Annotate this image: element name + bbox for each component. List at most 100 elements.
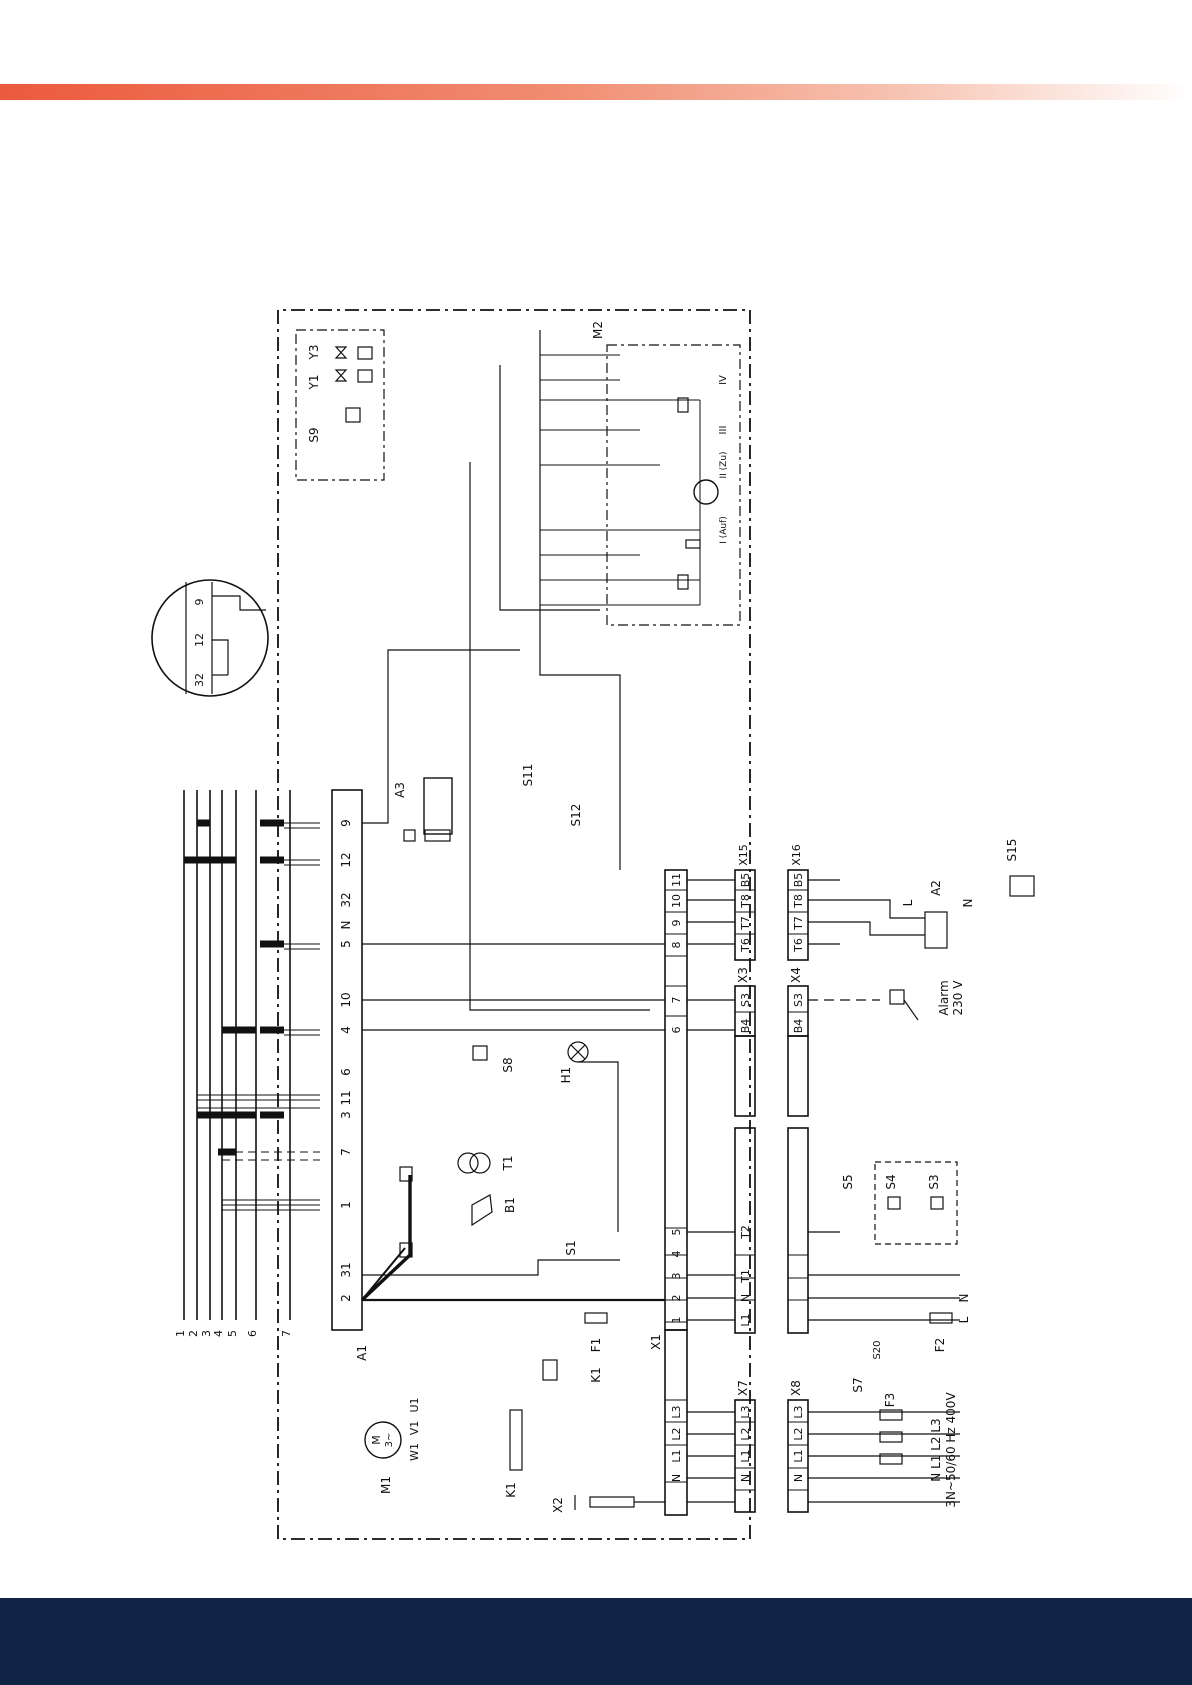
label-f2: F2 bbox=[933, 1338, 947, 1353]
x15-term-t7: T7 bbox=[739, 916, 752, 931]
f1-fuse bbox=[584, 1312, 608, 1324]
x1-term-6: 6 bbox=[670, 1027, 683, 1034]
inset-number-32: 32 bbox=[193, 673, 206, 687]
a1-term-32: 32 bbox=[339, 892, 353, 907]
k1-contactor bbox=[509, 1409, 523, 1471]
bus-number-7: 7 bbox=[280, 1330, 293, 1337]
label-s7: S7 bbox=[851, 1377, 865, 1392]
s8-pressure bbox=[472, 1045, 488, 1061]
header-accent-stripe bbox=[0, 84, 1192, 100]
motor-m1-letter: M bbox=[370, 1435, 383, 1445]
label-m1: M1 bbox=[379, 1476, 393, 1494]
x1-term-2: 2 bbox=[670, 1295, 683, 1302]
x1-term-5: 5 bbox=[670, 1229, 683, 1236]
x8-term-n: N bbox=[792, 1474, 805, 1482]
x3-term-s3: S3 bbox=[739, 993, 752, 1007]
x1-term-8: 8 bbox=[670, 942, 683, 949]
bus-number-5: 5 bbox=[226, 1330, 239, 1337]
s3-s4-box bbox=[874, 1161, 958, 1245]
a1-term-7: 7 bbox=[339, 1148, 353, 1156]
alarm-label: Alarm bbox=[937, 980, 951, 1015]
label-x7: X7 bbox=[736, 1380, 750, 1396]
x7-term-l3: L3 bbox=[739, 1405, 752, 1418]
x8-term-l3: L3 bbox=[792, 1405, 805, 1418]
a1-term-6: 6 bbox=[339, 1068, 353, 1076]
label-s20: S20 bbox=[872, 1340, 883, 1359]
bus-number-2: 2 bbox=[187, 1330, 200, 1337]
x4-term-s3: S3 bbox=[792, 993, 805, 1007]
bus-fine-lines bbox=[197, 822, 320, 1211]
label-s4: S4 bbox=[884, 1174, 898, 1189]
label-s9: S9 bbox=[307, 427, 321, 442]
x7-term-n: N bbox=[739, 1474, 752, 1482]
x2-term-t2: T2 bbox=[739, 1225, 752, 1240]
actuator-pos-3: III bbox=[718, 426, 729, 435]
x1-term-l2: L2 bbox=[670, 1427, 683, 1440]
x1-term-l3: L3 bbox=[670, 1405, 683, 1418]
alarm-voltage: 230 V bbox=[951, 980, 965, 1016]
x15-strip bbox=[734, 869, 756, 961]
x1-term-1: 1 bbox=[670, 1317, 683, 1324]
x1-terminal-strip bbox=[664, 869, 688, 1331]
label-s15: S15 bbox=[1005, 839, 1019, 862]
a3-box bbox=[423, 777, 453, 835]
label-h1: H1 bbox=[559, 1067, 573, 1084]
bus-lines bbox=[183, 790, 291, 1320]
single-phase-l: L bbox=[957, 1316, 971, 1323]
label-f3: F3 bbox=[883, 1393, 897, 1408]
x8-term-l2: L2 bbox=[792, 1427, 805, 1440]
motor-winding-w1: W1 bbox=[408, 1443, 421, 1461]
a2-label-l: L bbox=[901, 899, 915, 906]
bus-number-4: 4 bbox=[212, 1330, 225, 1337]
f3-fuse bbox=[879, 1409, 903, 1421]
x15-term-t8: T8 bbox=[739, 894, 752, 909]
b1-sensor bbox=[471, 1194, 493, 1227]
m1-motor bbox=[364, 1421, 402, 1459]
a1-term-3: 3 bbox=[339, 1111, 353, 1119]
x16-term-b5: B5 bbox=[792, 873, 805, 888]
label-x1: X1 bbox=[649, 1334, 663, 1350]
supply-phases: N L1 L2 L3 bbox=[929, 1418, 943, 1481]
label-t1: T1 bbox=[501, 1156, 515, 1172]
label-x8: X8 bbox=[789, 1380, 803, 1396]
x16-term-t8: T8 bbox=[792, 894, 805, 909]
x2-earth-bar bbox=[589, 1496, 635, 1508]
x8-term-l1: L1 bbox=[792, 1449, 805, 1462]
x16-term-t7: T7 bbox=[792, 916, 805, 931]
x16-strip bbox=[787, 869, 809, 961]
x1-term-7: 7 bbox=[670, 997, 683, 1004]
label-x15: X15 bbox=[737, 844, 750, 866]
label-k1: K1 bbox=[589, 1367, 603, 1383]
label-f1: F1 bbox=[589, 1338, 603, 1353]
s9-box bbox=[295, 329, 385, 481]
bus-number-3: 3 bbox=[200, 1330, 213, 1337]
x1-term-l1: L1 bbox=[670, 1449, 683, 1462]
label-a3: A3 bbox=[393, 782, 407, 798]
enclosure-boundary bbox=[277, 309, 751, 1540]
a1-term-31: 31 bbox=[339, 1262, 353, 1277]
x1-term-4: 4 bbox=[670, 1251, 683, 1258]
a1-term-n: N bbox=[339, 921, 353, 930]
actuator-pos-2: II (Zu) bbox=[719, 451, 729, 478]
label-a2: A2 bbox=[929, 880, 943, 896]
x1-term-3: 3 bbox=[670, 1273, 683, 1280]
a1-term-5: 5 bbox=[339, 940, 353, 948]
inset-circle bbox=[151, 579, 269, 697]
x7-term-l2: L2 bbox=[739, 1427, 752, 1440]
x1-term-10: 10 bbox=[670, 894, 683, 908]
label-x2: X2 bbox=[551, 1497, 565, 1513]
label-x16: X16 bbox=[790, 844, 803, 866]
a1-term-2: 2 bbox=[339, 1294, 353, 1302]
a1-term-1: 1 bbox=[339, 1201, 353, 1209]
a1-term-4: 4 bbox=[339, 1026, 353, 1034]
x3-term-b4: B4 bbox=[739, 1019, 752, 1034]
x15-term-b5: B5 bbox=[739, 873, 752, 888]
actuator-pos-1: I (Auf) bbox=[719, 516, 729, 544]
motor-m1-type: 3~ bbox=[384, 1433, 395, 1448]
a1-term-9: 9 bbox=[339, 819, 353, 827]
actuator-pos-4: IV bbox=[718, 375, 729, 385]
label-m2: M2 bbox=[591, 321, 605, 339]
motor-winding-v1: V1 bbox=[408, 1421, 421, 1436]
bus-number-1: 1 bbox=[174, 1330, 187, 1337]
